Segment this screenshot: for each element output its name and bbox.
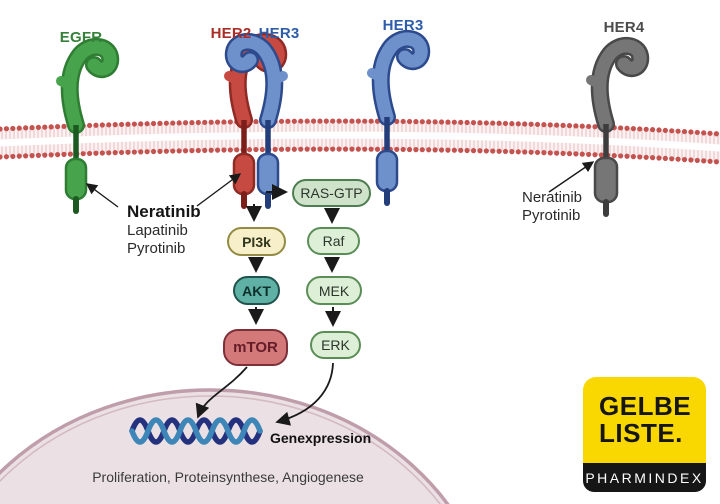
node-pi3k: PI3k — [227, 227, 286, 256]
logo-yellow-panel: GELBE LISTE. — [583, 377, 706, 463]
her3-dimer-receptor — [224, 33, 288, 209]
logo-pharmindex-bar: PHARMINDEX — [583, 463, 706, 492]
dna-helix — [129, 417, 263, 445]
gene-expression-label: Genexpression — [270, 430, 372, 446]
her3-receptor — [367, 30, 431, 206]
egfr-label: EGFR — [59, 29, 103, 46]
her3-dimer-label: HER3 — [258, 25, 300, 42]
her3-label: HER3 — [382, 17, 424, 34]
nucleus — [0, 388, 450, 504]
node-raf: Raf — [307, 227, 360, 255]
node-akt: AKT — [233, 276, 280, 305]
node-ras-gtp: RAS-GTP — [292, 179, 371, 207]
gelbe-liste-logo: GELBE LISTE. PHARMINDEX — [583, 377, 706, 492]
cell-membrane — [0, 118, 720, 165]
node-mek: MEK — [306, 276, 362, 305]
node-mtor: mTOR — [223, 329, 288, 366]
drug-pyrotinib-right: Pyrotinib — [522, 207, 581, 224]
her2-label: HER2 — [210, 25, 252, 42]
drug-lapatinib: Lapatinib — [127, 222, 188, 239]
logo-word-gelbe: GELBE — [599, 391, 692, 421]
her4-label: HER4 — [603, 19, 645, 36]
drug-neratinib-left: Neratinib — [127, 202, 201, 221]
pathway-arrows — [85, 161, 595, 426]
egfr-receptor — [56, 38, 120, 214]
node-erk: ERK — [310, 331, 361, 359]
drug-neratinib-right: Neratinib — [522, 189, 583, 206]
nucleus-outcomes-label: Proliferation, Proteinsynthese, Angiogen… — [92, 469, 364, 485]
her4-receptor — [586, 37, 650, 217]
drug-pyrotinib-left: Pyrotinib — [127, 240, 186, 257]
drug-annotation-left: Neratinib Lapatinib Pyrotinib — [127, 202, 201, 258]
drug-annotation-right: Neratinib Pyrotinib — [522, 189, 582, 225]
logo-word-pharmindex: PHARMINDEX — [585, 469, 704, 486]
logo-word-liste: LISTE. — [599, 418, 683, 448]
